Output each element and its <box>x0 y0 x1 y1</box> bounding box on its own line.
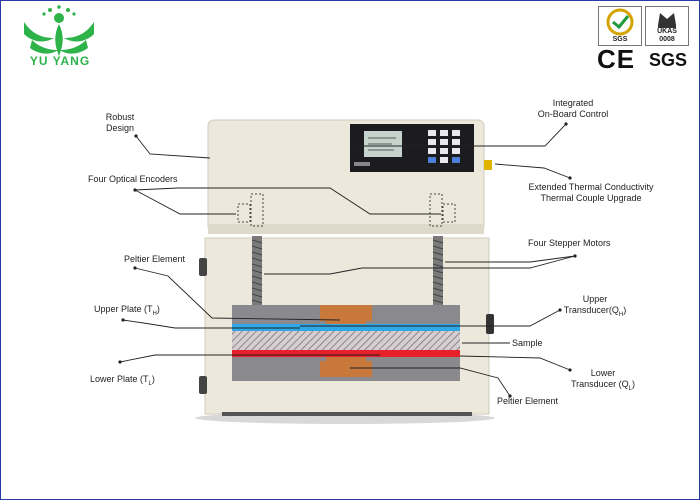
label-upper-transducer-sub: H <box>618 311 624 318</box>
sgs-badge: SGS <box>598 6 642 46</box>
sgs-seal-icon <box>606 8 634 36</box>
lower-transducer-block <box>320 361 372 377</box>
label-upper-plate: Upper Plate (TH) <box>94 304 160 317</box>
label-peltier-top: Peltier Element <box>124 254 186 264</box>
upper-transducer-block <box>320 305 372 321</box>
label-onboard: On-Board Control <box>537 109 609 119</box>
label-upper-plate-sub: H <box>152 310 157 317</box>
label-robust: Robust <box>105 112 135 122</box>
label-thermocouple-upgrade: Thermal Couple Upgrade <box>540 193 642 203</box>
side-knob-right <box>486 314 494 334</box>
brand-name: YU YANG <box>29 54 91 68</box>
label-upper-transducer: Upper Transducer(QH) <box>560 294 630 321</box>
ukas-crown-icon <box>658 13 676 28</box>
optical-encoder-left <box>250 193 264 227</box>
logo-figure-icon <box>24 5 94 56</box>
label-thermal-conductivity: Extended Thermal Conductivity <box>528 182 654 192</box>
label-integrated: Integrated <box>552 98 594 108</box>
label-stepper-motors: Four Stepper Motors <box>528 238 611 248</box>
device-feet <box>222 412 472 416</box>
ukas-number: 0008 <box>659 36 675 43</box>
upper-housing-lip <box>208 224 484 234</box>
side-knob-left-lower <box>199 376 207 394</box>
label-thermocouple: Extended Thermal Conductivity Thermal Co… <box>516 182 666 204</box>
leader-dots <box>118 122 577 398</box>
sgs-mark: SGS <box>649 50 688 70</box>
ukas-label: UKAS <box>657 28 677 35</box>
yuyang-logo <box>14 4 104 70</box>
label-optical-encoders: Four Optical Encoders <box>88 174 178 184</box>
label-lower-plate-text: Lower Plate (T <box>90 374 149 384</box>
label-design: Design <box>105 123 134 133</box>
upper-plate <box>232 324 460 331</box>
label-sample: Sample <box>512 338 543 348</box>
label-upper-plate-text: Upper Plate (T <box>94 304 153 314</box>
panel-brand-mark <box>354 162 370 166</box>
label-lower-transducer-2: Transducer (Q <box>570 379 629 389</box>
label-lower-transducer: Lower Transducer (QL) <box>568 368 638 395</box>
keypad <box>428 130 460 163</box>
lower-plate <box>232 350 460 357</box>
optical-encoder-left-2 <box>237 203 251 223</box>
thermocouple-port <box>484 160 492 170</box>
label-lower-transducer-1: Lower <box>590 368 616 378</box>
side-knob-left-upper <box>199 258 207 276</box>
label-onboard-control: Integrated On-Board Control <box>528 98 618 120</box>
label-peltier-bottom: Peltier Element <box>497 396 559 406</box>
label-lower-transducer-sub: L <box>628 385 633 392</box>
label-lower-plate-sub: L <box>148 380 152 387</box>
optical-encoder-right <box>429 193 443 227</box>
leader-lines <box>119 123 576 397</box>
sgs-badge-label: SGS <box>612 36 628 43</box>
label-lower-plate: Lower Plate (TL) <box>90 374 155 387</box>
label-upper-transducer-2: Transducer(Q <box>563 305 619 315</box>
label-upper-transducer-1: Upper <box>582 294 608 304</box>
label-robust-design: Robust Design <box>100 112 140 134</box>
ce-mark: CE <box>597 44 636 74</box>
ukas-badge: UKAS 0008 <box>645 6 689 46</box>
optical-encoder-right-2 <box>442 203 456 223</box>
sample <box>232 331 460 350</box>
